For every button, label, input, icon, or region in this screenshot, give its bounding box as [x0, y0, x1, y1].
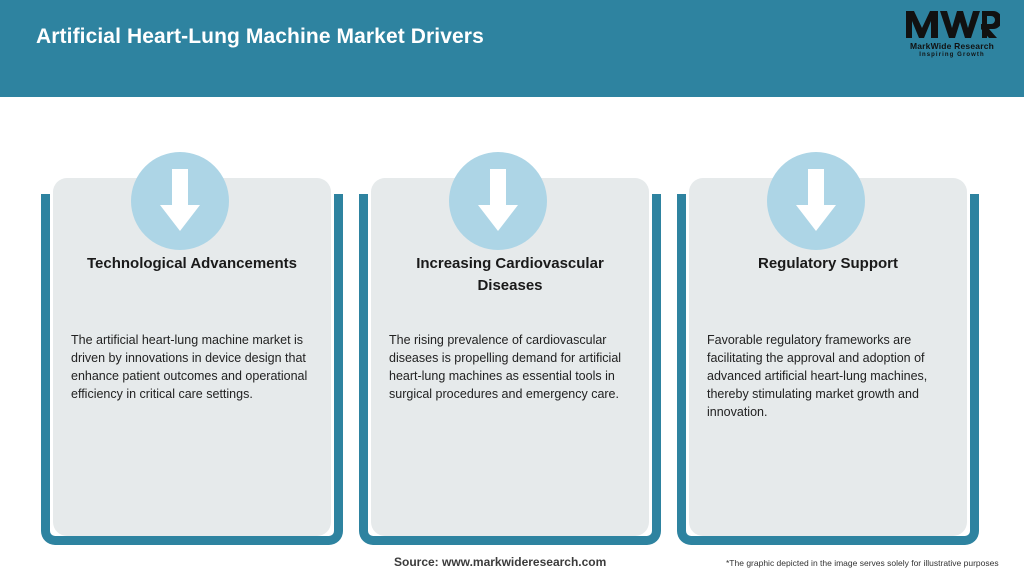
mwr-monogram-icon	[906, 11, 1000, 38]
card-title: Increasing Cardiovascular Diseases	[416, 255, 604, 294]
card-title: Technological Advancements	[86, 255, 298, 272]
disclaimer-label: *The graphic depicted in the image serve…	[726, 558, 999, 568]
arrow-down-icon	[449, 152, 547, 250]
card-body: Favorable regulatory frameworks are faci…	[707, 333, 928, 419]
logo: MarkWide Research Inspiring Growth	[894, 8, 1010, 64]
card-frame	[41, 194, 343, 545]
card-frame	[677, 194, 979, 545]
arrow-down-glyph	[478, 169, 518, 231]
card-frame	[359, 194, 661, 545]
header-bar	[0, 0, 1024, 97]
card-body: The rising prevalence of cardiovascular …	[389, 333, 622, 401]
logo-name: MarkWide Research	[909, 41, 995, 51]
source-label: Source: www.markwideresearch.com	[394, 555, 607, 569]
arrow-down-glyph	[796, 169, 836, 231]
arrow-down-icon	[131, 152, 229, 250]
card-body: The artificial heart-lung machine market…	[71, 333, 308, 401]
page-title: Artificial Heart-Lung Machine Market Dri…	[36, 25, 484, 48]
arrow-down-glyph	[160, 169, 200, 231]
card-title: Regulatory Support	[757, 255, 898, 272]
logo-tagline: Inspiring Growth	[919, 52, 985, 58]
arrow-down-icon	[767, 152, 865, 250]
